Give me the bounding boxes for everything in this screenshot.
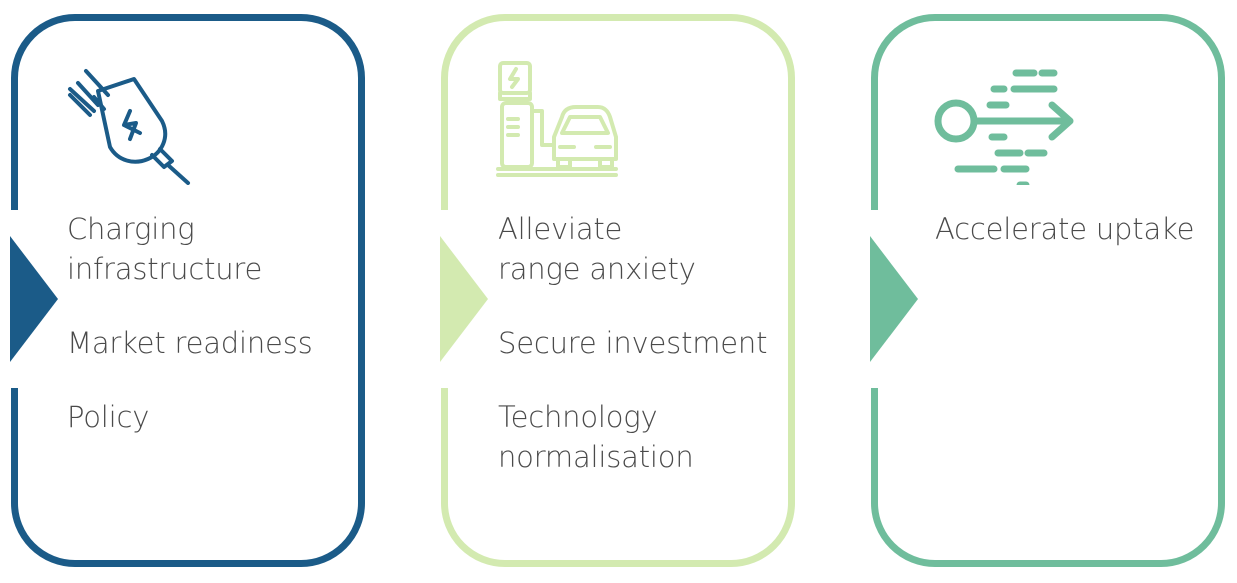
item-alleviate-range-anxiety: Alleviate range anxiety <box>498 212 696 286</box>
arrow-marker-3 <box>870 236 918 362</box>
card-3-items: Accelerate uptake <box>935 209 1210 283</box>
arrow-marker-1 <box>10 236 58 362</box>
speed-arrow-icon <box>934 69 1074 185</box>
item-policy: Policy <box>67 400 150 434</box>
card-accelerate-uptake: Accelerate uptake <box>871 14 1225 567</box>
item-technology-normalisation: Technology normalisation <box>498 400 694 474</box>
card-charging-infrastructure: Charging infrastructure Market readiness… <box>11 14 365 567</box>
item-market-readiness: Market readiness <box>67 326 313 360</box>
item-secure-investment: Secure investment <box>498 326 768 360</box>
card-2-items: Alleviate range anxiety Secure investmen… <box>498 209 780 511</box>
item-accelerate-uptake: Accelerate uptake <box>935 212 1195 246</box>
card-1-items: Charging infrastructure Market readiness… <box>67 209 350 471</box>
ev-charging-station-icon <box>496 61 618 177</box>
item-charging-infrastructure: Charging infrastructure <box>67 212 263 286</box>
arrow-marker-2 <box>440 236 488 362</box>
card-alleviate-range-anxiety: Alleviate range anxiety Secure investmen… <box>441 14 795 567</box>
plug-charging-icon <box>68 69 190 185</box>
